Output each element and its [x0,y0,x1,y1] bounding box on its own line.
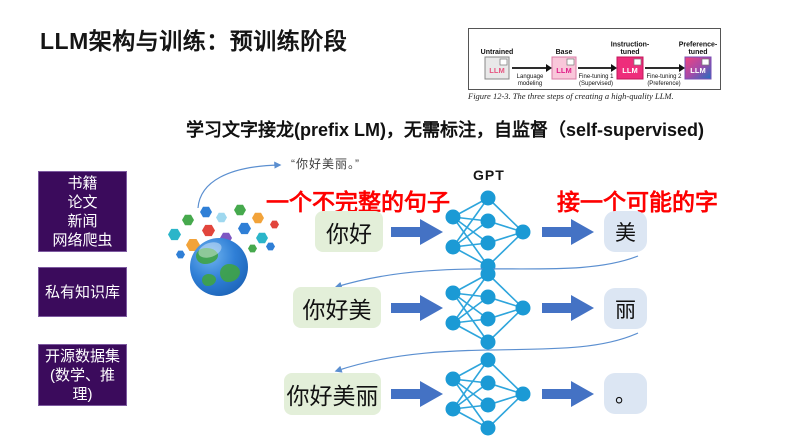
stage-label-line2: Untrained [481,49,514,56]
feedback-arrow-icon [334,255,639,289]
stage-label-line2: tuned [688,49,707,56]
source-line: 网络爬虫 [52,231,113,249]
input-token-box: 你好 [315,211,383,252]
source-line: 论文 [67,193,98,211]
stage-label-line2: tuned [620,49,639,56]
output-token-box: 美 [604,211,647,252]
globe-icon [190,238,248,296]
neural-network-icon [445,352,531,436]
transition-label-line2: (Supervised) [579,81,613,87]
input-token-box: 你好美 [293,287,381,328]
sample-sentence-quote: “你好美丽。” [291,157,360,171]
llm-text: LLM [489,66,504,75]
page-icon [701,58,710,66]
incomplete-sentence-label: 一个不完整的句子 [266,189,450,215]
transition-label-line2: modeling [518,81,542,87]
source-line: 书籍 [67,174,98,192]
llm-training-steps-figure: Untrained Base Instruction- tuned Prefer… [468,28,721,90]
block-arrow-icon [542,219,594,245]
feedback-arrow-icon [334,332,639,373]
page-icon [499,58,508,66]
source-line: 私有知识库 [44,283,120,301]
page-icon [566,58,575,66]
figure-caption: Figure 12-3. The three steps of creating… [468,91,674,101]
page-title: LLM架构与训练：预训练阶段 [40,28,348,54]
transition-label-line1: Fine-tuning 1 [578,74,614,80]
stage-label-line2: Base [556,49,573,56]
block-arrow-icon [542,381,594,407]
slide-subtitle: 学习文字接龙(prefix LM)，无需标注，自监督（self-supervis… [186,120,705,140]
web-data-globe-icon [162,196,284,306]
data-source-box-opensource: 开源数据集(数学、推理) [38,344,127,406]
block-arrow-icon [542,295,594,321]
transition-label-line1: Fine-tuning 2 [646,74,682,80]
data-source-box-private: 私有知识库 [38,267,127,317]
output-token-box: 。 [604,373,647,414]
transition-label-line1: Language [517,74,544,80]
neural-network-icon [445,190,531,274]
globe-to-quote-arrow-icon [197,161,282,209]
source-line: 开源数据集(数学、推理) [45,347,121,403]
block-arrow-icon [391,381,443,407]
llm-text: LLM [690,66,705,75]
next-token-label: 接一个可能的字 [557,189,718,215]
gpt-label: GPT [473,167,505,183]
neural-network-icon [445,266,531,350]
page-icon [633,58,642,66]
llm-text: LLM [556,66,571,75]
input-token-box: 你好美丽 [284,373,381,415]
block-arrow-icon [391,219,443,245]
stage-label-line1: Preference- [679,42,718,49]
block-arrow-icon [391,295,443,321]
output-token-box: 丽 [604,288,647,329]
figure-arrowhead-icon [546,64,685,72]
llm-text: LLM [622,66,637,75]
stage-label-line1: Instruction- [611,42,650,49]
transition-label-line2: (Preference) [647,81,680,87]
data-source-box-web: 书籍 论文 新闻 网络爬虫 [38,171,127,252]
source-line: 新闻 [67,212,98,230]
